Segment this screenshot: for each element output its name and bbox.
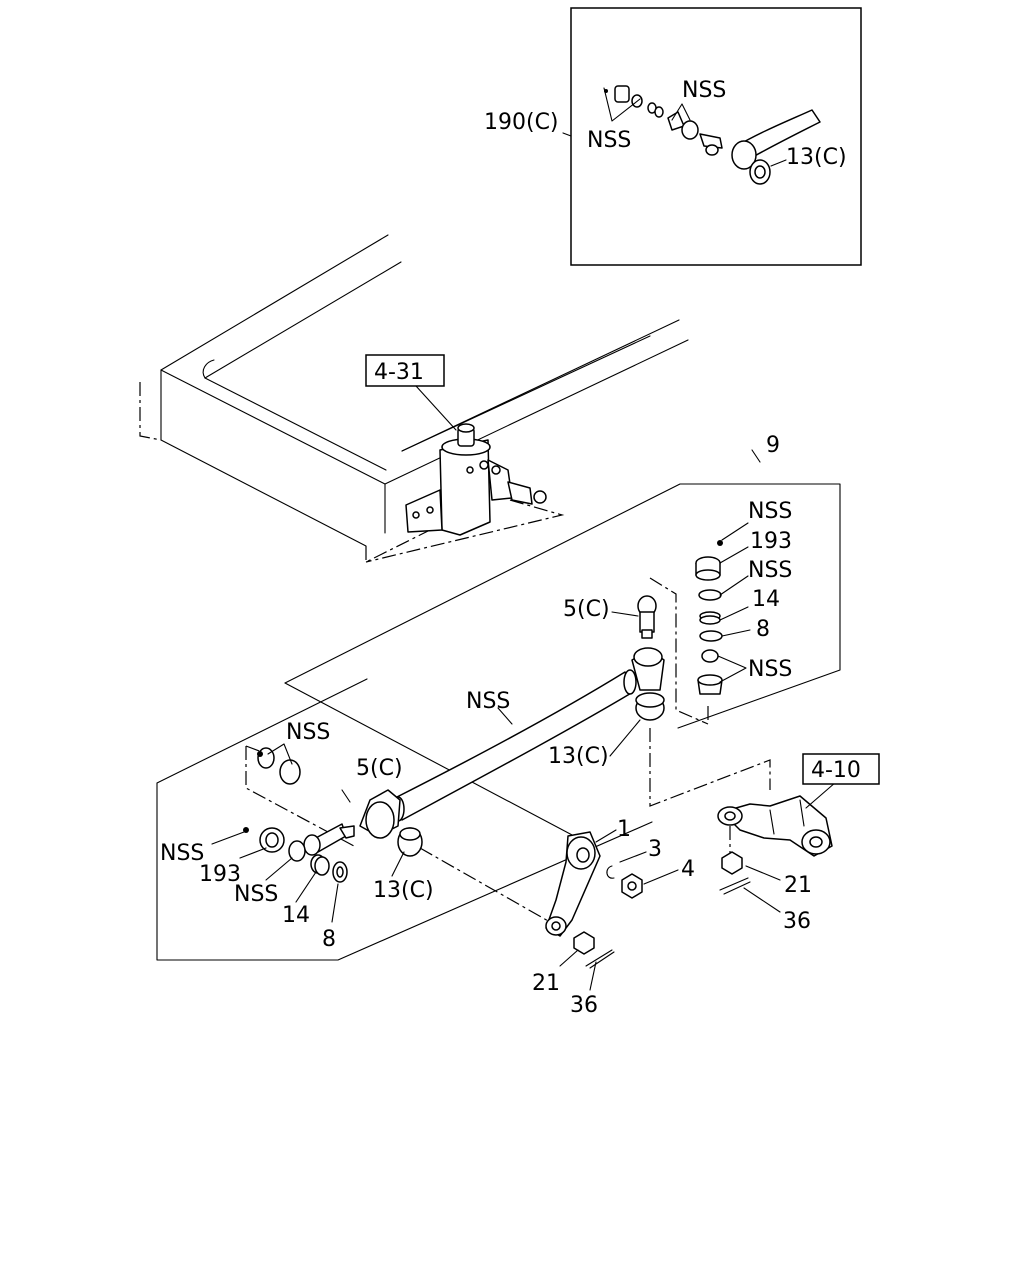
callout-193-l: 193 [199,862,241,887]
callout-36-r: 36 [783,909,811,934]
inset-parts [604,85,821,185]
callout-9: 9 [766,433,780,458]
knuckle-arm: 1 3 4 21 36 [532,817,695,1018]
callout-5c-r: 5(C) [563,597,610,622]
ref-4-31-label: 4-31 [374,360,424,385]
callout-13c-l: 13(C) [373,878,434,903]
left-end-parts: NSS 5(C) NSS 193 NSS 14 8 13(C) [160,720,434,952]
callout-1: 1 [617,817,631,842]
callout-13c-r: 13(C) [548,744,609,769]
ref-4-10-box [802,753,880,785]
ref-4-10: 4-10 [802,753,880,785]
callout-8-l: 8 [322,927,336,952]
callout-nss-r2: NSS [748,558,792,583]
callout-nss-r1: NSS [748,499,792,524]
callout-4: 4 [681,857,695,882]
ref-4-10-label: 4-10 [811,758,861,783]
callout-3: 3 [648,837,662,862]
callout-36-l: 36 [570,993,598,1018]
ref-4-31-box [365,354,445,387]
callout-nss-tube: NSS [466,689,510,714]
callout-5c-l: 5(C) [356,756,403,781]
callout-nss-r3: NSS [748,657,792,682]
callout-14-r: 14 [752,587,780,612]
callout-nss-l2: NSS [160,841,204,866]
frame-rail [139,234,689,563]
callout-193-r: 193 [750,529,792,554]
inset-detail: 190(C) NSS NSS 13(C) [484,7,862,266]
callout-8-r: 8 [756,617,770,642]
callout-inset-nss-lower: NSS [587,128,631,153]
callout-nss-l3: NSS [234,882,278,907]
callout-nss-l1: NSS [286,720,330,745]
ref-4-31: 4-31 [365,354,457,431]
callout-inset-13c: 13(C) [786,145,847,170]
callout-inset-nss-upper: NSS [682,78,726,103]
pitman-arm: 21 36 [717,781,837,934]
callout-14-l: 14 [282,903,310,928]
callout-190c: 190(C) [484,110,559,135]
callout-21-r: 21 [784,873,812,898]
tie-rod [359,647,665,857]
steering-gear [405,423,547,536]
callout-21-l: 21 [532,971,560,996]
right-end-parts: NSS 193 NSS 14 8 NSS 5(C) [563,499,792,725]
